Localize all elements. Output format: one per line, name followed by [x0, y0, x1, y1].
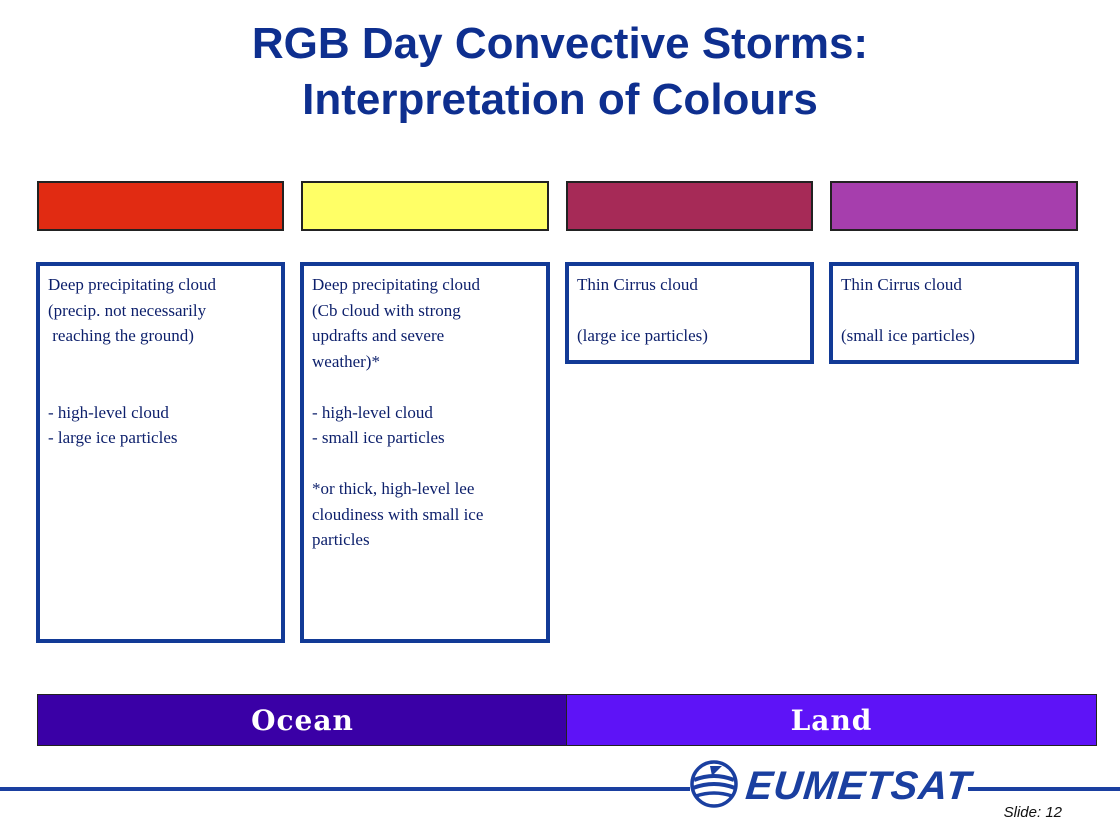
ocean-label: Ocean	[37, 694, 568, 746]
swatch-red	[37, 181, 284, 231]
swatch-magenta	[566, 181, 813, 231]
description-box-purple: Thin Cirrus cloud (small ice particles)	[829, 262, 1079, 364]
swatch-yellow	[301, 181, 549, 231]
swatch-purple	[830, 181, 1078, 231]
description-box-yellow: Deep precipitating cloud (Cb cloud with …	[300, 262, 550, 643]
land-label: Land	[566, 694, 1097, 746]
title-line-1: RGB Day Convective Storms:	[251, 19, 869, 68]
footer-line-right	[968, 787, 1120, 791]
footer-line-left	[0, 787, 690, 791]
logo-text: EUMETSAT	[743, 763, 974, 808]
description-box-magenta: Thin Cirrus cloud (large ice particles)	[565, 262, 814, 364]
slide-number-value: 12	[1045, 804, 1062, 821]
slide-title: RGB Day Convective Storms: Interpretatio…	[0, 16, 1120, 128]
eumetsat-logo: EUMETSAT	[688, 758, 978, 815]
eumetsat-globe-icon	[688, 758, 740, 815]
title-line-2: Interpretation of Colours	[302, 75, 818, 124]
description-box-red: Deep precipitating cloud (precip. not ne…	[36, 262, 285, 643]
slide-number: Slide: 12	[1004, 804, 1062, 821]
slide-label: Slide:	[1003, 804, 1042, 821]
